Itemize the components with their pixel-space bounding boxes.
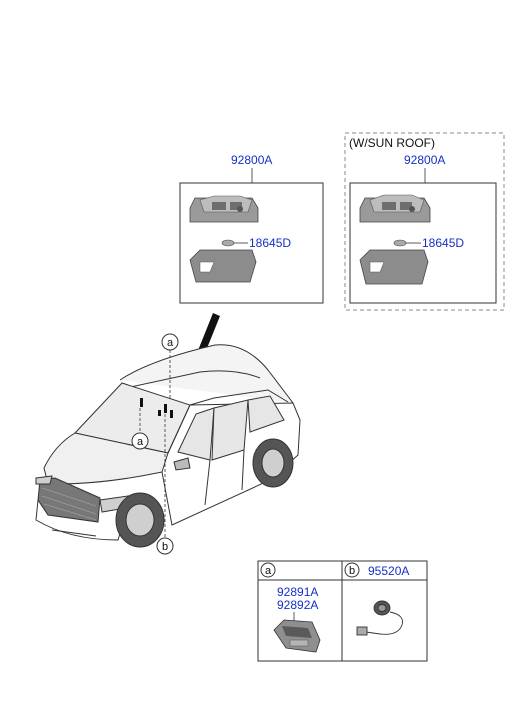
lamp-lens-right [359,249,429,285]
sensor-part [356,600,403,636]
callout-letter: a [137,436,144,448]
legend-part-number-b[interactable]: 95520A [368,564,409,578]
suv-vehicle [35,344,301,548]
legend-part-number-a2[interactable]: 92892A [277,598,318,612]
bulb-part-number-left[interactable]: 18645D [249,236,291,250]
assembly-box-right [349,182,497,304]
legend-letter-b: b [349,565,355,577]
assembly-box-left [179,182,324,304]
callout-lines [139,350,171,538]
bulb-part-number-right[interactable]: 18645D [422,236,464,250]
callout-b[interactable]: b [156,537,174,555]
callout-a-lower[interactable]: a [131,432,149,450]
legend-table [257,560,428,662]
bulb-left [221,239,248,247]
callout-letter: b [162,541,168,553]
sunroof-dashed-frame [344,132,505,311]
legend-cell-b-letter: b [344,562,360,578]
callout-letter: a [167,337,174,349]
bulb-right [393,239,421,247]
map-lamp-part [273,619,321,653]
room-lamp-housing-right [359,194,431,223]
legend-letter-a: a [265,565,272,577]
callout-a-top[interactable]: a [161,333,179,351]
assembly-part-number-right[interactable]: 92800A [404,153,445,167]
legend-part-number-a1[interactable]: 92891A [277,585,318,599]
map-lamp-marks [140,398,173,418]
lamp-lens-left [189,249,257,283]
sunroof-label: (W/SUN ROOF) [349,136,435,150]
assembly-part-number-left[interactable]: 92800A [231,153,272,167]
room-lamp-housing-left [189,195,259,223]
legend-cell-a-letter: a [260,562,276,578]
